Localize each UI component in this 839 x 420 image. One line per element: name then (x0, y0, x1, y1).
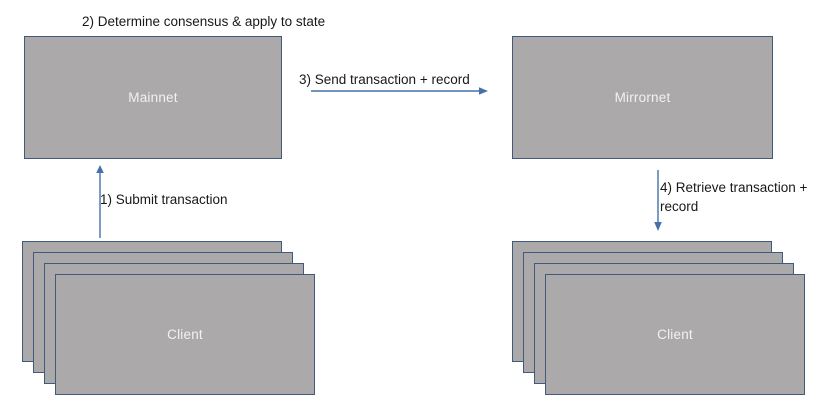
node-client-right-stack[interactable]: Client (512, 241, 816, 396)
node-client-left-label: Client (167, 326, 203, 342)
step-1-label: 1) Submit transaction (100, 192, 228, 207)
arrow-send-transaction-record (311, 87, 488, 95)
client-left-stack-layer-front[interactable]: Client (55, 274, 315, 395)
node-client-left-stack[interactable]: Client (22, 241, 326, 396)
step-3-label: 3) Send transaction + record (299, 72, 470, 87)
client-right-stack-layer-front[interactable]: Client (545, 274, 805, 395)
node-mainnet-label: Mainnet (128, 89, 178, 105)
node-mainnet[interactable]: Mainnet (24, 36, 282, 159)
arrow-submit-transaction (96, 165, 104, 238)
node-mirrornet-label: Mirrornet (614, 89, 671, 105)
arrow-retrieve-transaction-record (654, 170, 662, 231)
node-mirrornet[interactable]: Mirrornet (512, 36, 773, 159)
step-2-label: 2) Determine consensus & apply to state (82, 14, 326, 29)
step-4-label: 4) Retrieve transaction + record (660, 180, 808, 214)
node-client-right-label: Client (657, 326, 693, 342)
